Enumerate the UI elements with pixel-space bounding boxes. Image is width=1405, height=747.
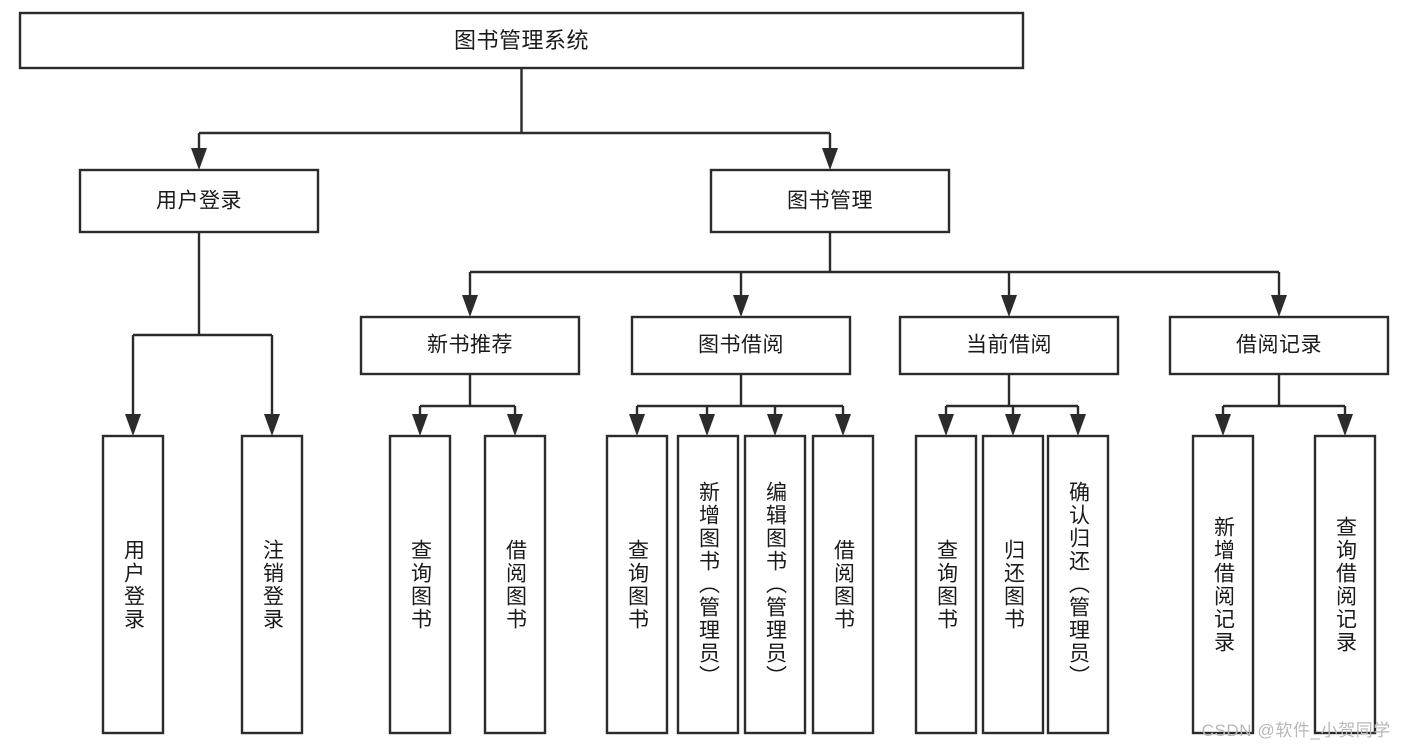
arrow-head-leaf-logout	[264, 414, 280, 436]
node-borrow-record[interactable]: 借阅记录	[1168, 315, 1390, 376]
node-book-management-box[interactable]	[709, 168, 951, 234]
node-borrow-record-label: 借阅记录	[1236, 334, 1322, 357]
arrow-head-current-borrow	[1001, 295, 1017, 317]
arrow-head-bb-leaf-2	[699, 414, 715, 436]
arrow-head-book-mgmt	[822, 148, 838, 170]
node-current-borrow-label: 当前借阅	[966, 334, 1052, 357]
connectors-current-borrow-to-leaves	[938, 374, 1086, 436]
arrow-head-bb-leaf-1	[629, 414, 645, 436]
arrow-head-leaf-user-login	[125, 414, 141, 436]
arrow-head-borrow-record	[1271, 295, 1287, 317]
arrow-head-br-leaf-1	[1215, 414, 1231, 436]
arrow-head-nbr-leaf-1	[412, 414, 428, 436]
node-new-book-recommend-box[interactable]	[359, 315, 581, 376]
arrow-head-bb-leaf-3	[767, 414, 783, 436]
node-book-borrow[interactable]: 图书借阅	[630, 315, 852, 376]
arrow-head-cb-leaf-3	[1070, 414, 1086, 436]
connectors-new-book-rec-to-leaves	[412, 374, 523, 436]
leaf-box-borrow-book-nbr[interactable]	[483, 434, 547, 735]
leaf-box-add-borrow-record[interactable]	[1191, 434, 1255, 735]
arrow-head-bb-leaf-4	[835, 414, 851, 436]
node-user-login-label: 用户登录	[156, 190, 242, 213]
arrow-head-br-leaf-2	[1337, 414, 1353, 436]
csdn-watermark: CSDN @软件_小贺同学	[1201, 721, 1391, 740]
node-book-borrow-box[interactable]	[630, 315, 852, 376]
arrow-head-cb-leaf-1	[938, 414, 954, 436]
leaf-boxes	[101, 434, 1377, 735]
connectors-borrow-record-to-leaves	[1215, 374, 1353, 436]
leaf-box-query-borrow-record[interactable]	[1313, 434, 1377, 735]
arrow-head-cb-leaf-2	[1005, 414, 1021, 436]
node-book-borrow-label: 图书借阅	[698, 334, 784, 357]
arrow-head-new-book-rec	[462, 295, 478, 317]
node-new-book-recommend[interactable]: 新书推荐	[359, 315, 581, 376]
leaf-box-logout[interactable]	[240, 434, 304, 735]
connectors-book-borrow-to-leaves	[629, 374, 851, 436]
node-user-login[interactable]: 用户登录	[78, 168, 320, 234]
leaf-box-add-book-admin[interactable]	[676, 434, 740, 735]
node-root-box[interactable]	[18, 11, 1025, 70]
node-book-management[interactable]: 图书管理	[709, 168, 951, 234]
leaf-box-borrow-book-bb[interactable]	[811, 434, 875, 735]
leaf-box-return-book[interactable]	[981, 434, 1045, 735]
leaf-box-edit-book-admin[interactable]	[743, 434, 807, 735]
node-root[interactable]: 图书管理系统	[18, 11, 1025, 70]
connectors-user-login-to-leaves	[125, 232, 280, 436]
node-borrow-record-box[interactable]	[1168, 315, 1390, 376]
node-root-label: 图书管理系统	[454, 28, 589, 53]
leaf-box-query-book-bb[interactable]	[605, 434, 669, 735]
leaf-box-query-book-cb[interactable]	[914, 434, 978, 735]
arrow-head-nbr-leaf-2	[507, 414, 523, 436]
arrow-head-book-borrow	[733, 295, 749, 317]
node-new-book-recommend-label: 新书推荐	[427, 334, 513, 357]
node-current-borrow-box[interactable]	[898, 315, 1120, 376]
connectors-book-mgmt-to-level3	[462, 232, 1287, 317]
node-current-borrow[interactable]: 当前借阅	[898, 315, 1120, 376]
node-user-login-box[interactable]	[78, 168, 320, 234]
leaf-box-user-login[interactable]	[101, 434, 165, 735]
connectors-root-to-level2	[191, 68, 838, 170]
leaf-box-confirm-return-admin[interactable]	[1046, 434, 1110, 735]
leaf-box-query-book-nbr[interactable]	[388, 434, 452, 735]
node-book-management-label: 图书管理	[787, 190, 873, 213]
arrow-head-user-login	[191, 148, 207, 170]
